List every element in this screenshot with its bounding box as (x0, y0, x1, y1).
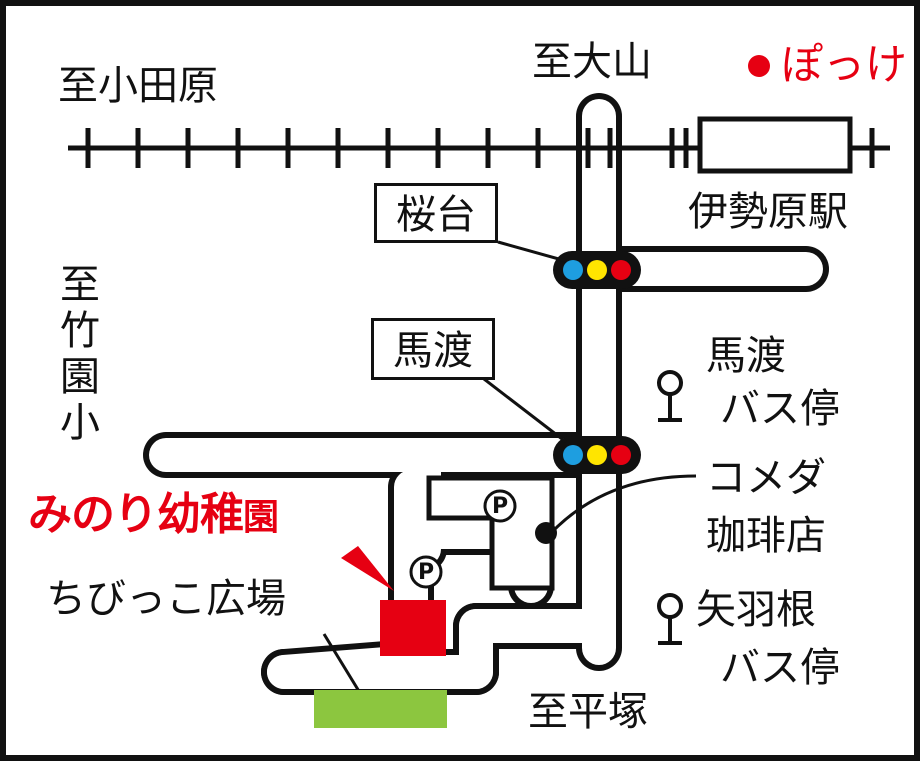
minori-kindergarten-label: みのり幼稚園 (28, 493, 279, 538)
bus-stop-yabane-icon (657, 593, 683, 645)
sakuradai-sign: 桜台 (374, 183, 498, 243)
yabane-bus-stop-line2: バス停 (720, 645, 840, 691)
parking-label-1: P (492, 494, 509, 519)
coffee-shop-marker (535, 522, 557, 544)
parking-icon-1 (483, 489, 517, 523)
to-takezono-char-4: 小 (60, 400, 100, 446)
to-takezono-char-3: 園 (60, 354, 100, 400)
parking-icon-2 (409, 555, 443, 589)
mawatari-bus-stop-line1: 馬渡 (706, 333, 786, 379)
yabane-bus-stop-line1: 矢羽根 (696, 587, 816, 633)
parking-lot-outline (426, 475, 555, 591)
komeda-coffee-line1: コメダ (706, 455, 826, 501)
kindergarten-building (380, 600, 446, 656)
kindergarten-pointer (341, 546, 394, 591)
komeda-coffee-line2: 珈琲店 (706, 513, 826, 559)
isehara-station-label: 伊勢原駅 (688, 189, 848, 235)
kindergarten-name-suffix: 園 (243, 497, 279, 538)
pokke-label: ぽっけ (781, 40, 908, 89)
pokke-marker (748, 55, 770, 77)
chibikko-park (314, 690, 447, 728)
map-graphics (68, 55, 890, 728)
chibikko-hiroba-label: ちびっこ広場 (46, 576, 286, 622)
to-hiratsuka-label: 至平塚 (528, 689, 648, 735)
traffic-signal-mawatari (553, 436, 641, 474)
traffic-signal-sakuradai (553, 251, 641, 289)
rail-over-road (577, 128, 621, 168)
kindergarten-name-main: みのり幼稚 (28, 489, 244, 540)
mawatari-sign: 馬渡 (371, 318, 495, 380)
to-takezono-char-2: 竹 (60, 308, 100, 354)
parking-label-2: P (418, 560, 435, 585)
mawatari-bus-stop-line2: バス停 (720, 386, 840, 432)
bus-stop-mawatari-icon (657, 370, 683, 422)
to-takezono-char-1: 至 (60, 262, 100, 308)
to-odawara-label: 至小田原 (58, 63, 218, 109)
to-oyama-label: 至大山 (532, 39, 652, 85)
station-building (697, 116, 853, 174)
to-takezono-sho-label: 至 竹 園 小 (58, 262, 102, 446)
